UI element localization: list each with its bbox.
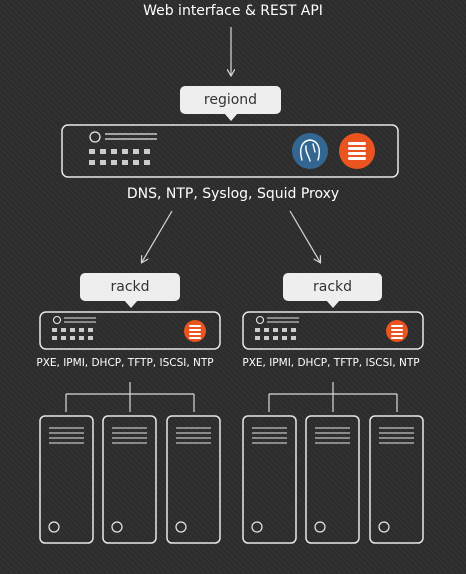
machine-tower-4 [242, 415, 297, 544]
region-to-rack-left-arrow [142, 210, 173, 262]
region-services-label: DNS, NTP, Syslog, Squid Proxy [126, 186, 340, 202]
power-button-icon [378, 521, 390, 533]
power-button-icon [48, 521, 60, 533]
rack-server-right [242, 311, 424, 350]
rack-server-left [39, 311, 221, 350]
ubuntu-maas-icon [339, 133, 375, 169]
region-to-rack-right-arrow [289, 210, 320, 262]
power-button-icon [251, 521, 263, 533]
rack-right-tag-pointer [326, 300, 340, 308]
regiond-tag-pointer [224, 113, 238, 121]
machine-connector-left [65, 382, 195, 412]
rack-services-label-left: PXE, IPMI, DHCP, TFTP, ISCSI, NTP [36, 357, 214, 369]
regiond-tag: regiond [180, 86, 281, 114]
machine-tower-5 [305, 415, 360, 544]
ubuntu-maas-icon [184, 320, 206, 342]
machine-connector-right [268, 382, 398, 412]
rack-services-label-right: PXE, IPMI, DHCP, TFTP, ISCSI, NTP [242, 357, 420, 369]
machine-tower-3 [166, 415, 221, 544]
machine-tower-2 [102, 415, 157, 544]
postgresql-elephant-icon [292, 133, 328, 169]
rackd-tag-right: rackd [283, 273, 382, 301]
web-interface-rest-api-label: Web interface & REST API [143, 3, 323, 19]
power-button-icon [314, 521, 326, 533]
machine-tower-1 [39, 415, 94, 544]
machine-tower-6 [369, 415, 424, 544]
ubuntu-maas-icon [386, 320, 408, 342]
power-button-icon [175, 521, 187, 533]
power-button-icon [111, 521, 123, 533]
rack-left-tag-pointer [124, 300, 138, 308]
region-server [61, 124, 399, 178]
rackd-tag-left: rackd [80, 273, 180, 301]
